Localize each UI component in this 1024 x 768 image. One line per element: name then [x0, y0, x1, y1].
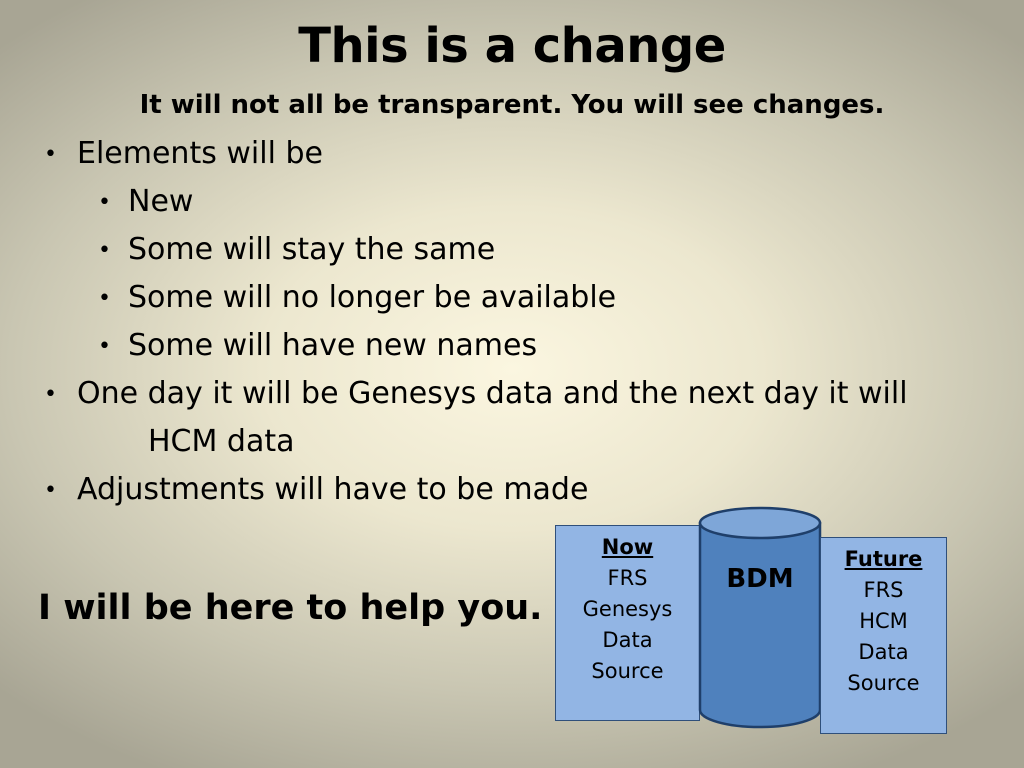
- bullet-dot: •: [98, 238, 111, 263]
- future-line: FRS: [863, 578, 904, 602]
- bullet-dot: •: [44, 382, 57, 407]
- bullet-item: Elements will be: [77, 136, 323, 171]
- cylinder-top: [698, 506, 822, 540]
- bullet-dot: •: [44, 478, 57, 503]
- bullet-subitem: Some will stay the same: [128, 232, 496, 267]
- bullet-subitem: Some will have new names: [128, 328, 538, 363]
- bullet-subitem: New: [128, 184, 194, 219]
- bullet-subitem: Some will no longer be available: [128, 280, 617, 315]
- bullet-dot: •: [98, 286, 111, 311]
- now-line: Data: [602, 628, 653, 652]
- slide-subtitle: It will not all be transparent. You will…: [139, 90, 885, 120]
- future-line: Data: [858, 640, 909, 664]
- now-heading: Now: [601, 535, 654, 559]
- future-data-source-box: Future FRS HCM Data Source: [820, 537, 947, 734]
- bullet-dot: •: [98, 334, 111, 359]
- cylinder-body: [698, 521, 822, 729]
- future-heading: Future: [844, 547, 923, 571]
- now-line: FRS: [607, 566, 648, 590]
- slide-title: This is a change: [298, 18, 726, 74]
- bullet-item-continuation: HCM data: [148, 424, 295, 459]
- now-line: Genesys: [582, 597, 673, 621]
- bullet-item: Adjustments will have to be made: [77, 472, 589, 507]
- bdm-database-cylinder: [698, 506, 822, 729]
- future-line: Source: [847, 671, 920, 695]
- future-line: HCM: [859, 609, 908, 633]
- now-line: Source: [591, 659, 664, 683]
- bullet-dot: •: [98, 190, 111, 215]
- bdm-label: BDM: [726, 564, 794, 594]
- now-data-source-box: Now FRS Genesys Data Source: [555, 525, 700, 721]
- help-message: I will be here to help you.: [38, 588, 543, 628]
- bullet-item: One day it will be Genesys data and the …: [77, 376, 908, 411]
- bullet-dot: •: [44, 142, 57, 167]
